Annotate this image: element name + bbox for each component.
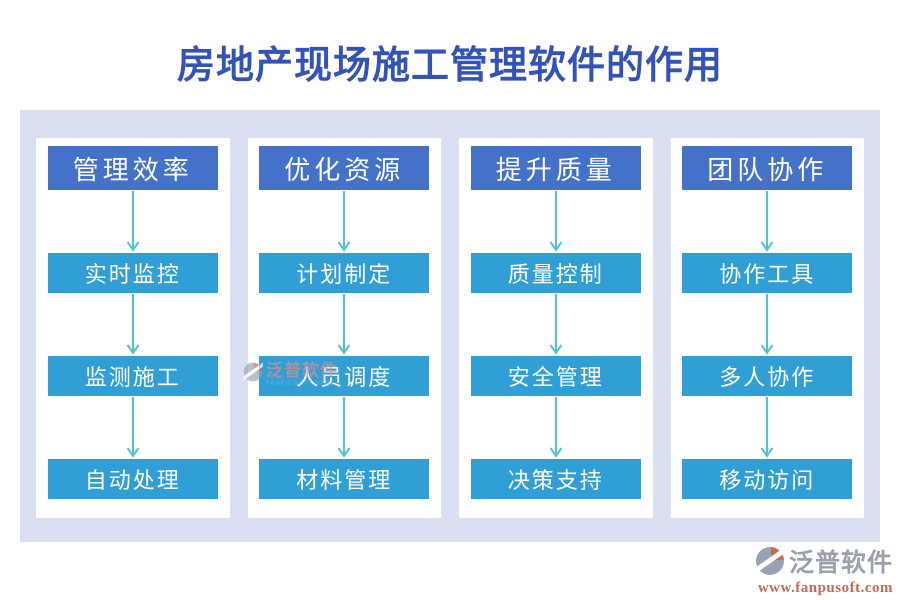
item-box: 自动处理 — [47, 459, 218, 499]
down-arrow-icon — [125, 190, 141, 253]
diagram-band: 管理效率 实时监控 监测施工 自动处理 优化资源 计划制定 人员调度 — [20, 110, 880, 542]
down-arrow-icon — [125, 293, 141, 356]
item-box: 人员调度 — [259, 356, 430, 396]
item-box: 计划制定 — [259, 253, 430, 293]
column-panel: 提升质量 质量控制 安全管理 决策支持 — [459, 138, 653, 518]
column-panel: 团队协作 协作工具 多人协作 移动访问 — [670, 138, 864, 518]
column-panel: 管理效率 实时监控 监测施工 自动处理 — [36, 138, 230, 518]
item-box: 决策支持 — [470, 459, 641, 499]
item-box: 多人协作 — [682, 356, 853, 396]
down-arrow-icon — [336, 190, 352, 253]
item-box: 材料管理 — [259, 459, 430, 499]
down-arrow-icon — [548, 190, 564, 253]
fanpu-logo-icon — [754, 547, 785, 575]
down-arrow-icon — [548, 396, 564, 459]
column-header-box: 团队协作 — [682, 146, 853, 190]
footer-brand-block: 泛普软件 www.fanpusoft.com — [754, 543, 893, 597]
column-header-box: 优化资源 — [259, 146, 430, 190]
item-box: 协作工具 — [682, 253, 853, 293]
item-box: 安全管理 — [470, 356, 641, 396]
footer-brand-name: 泛普软件 — [788, 550, 893, 577]
item-box: 监测施工 — [47, 356, 218, 396]
footer-website-url: www.fanpusoft.com — [757, 580, 893, 596]
column-header-box: 提升质量 — [470, 146, 641, 190]
item-box: 移动访问 — [682, 459, 853, 499]
down-arrow-icon — [759, 293, 775, 356]
item-box: 实时监控 — [47, 253, 218, 293]
down-arrow-icon — [759, 396, 775, 459]
column-header-box: 管理效率 — [47, 146, 218, 190]
item-box: 质量控制 — [470, 253, 641, 293]
down-arrow-icon — [759, 190, 775, 253]
down-arrow-icon — [125, 396, 141, 459]
down-arrow-icon — [336, 293, 352, 356]
down-arrow-icon — [336, 396, 352, 459]
column-panel: 优化资源 计划制定 人员调度 材料管理 — [247, 138, 441, 518]
page-title: 房地产现场施工管理软件的作用 — [176, 45, 723, 87]
down-arrow-icon — [548, 293, 564, 356]
